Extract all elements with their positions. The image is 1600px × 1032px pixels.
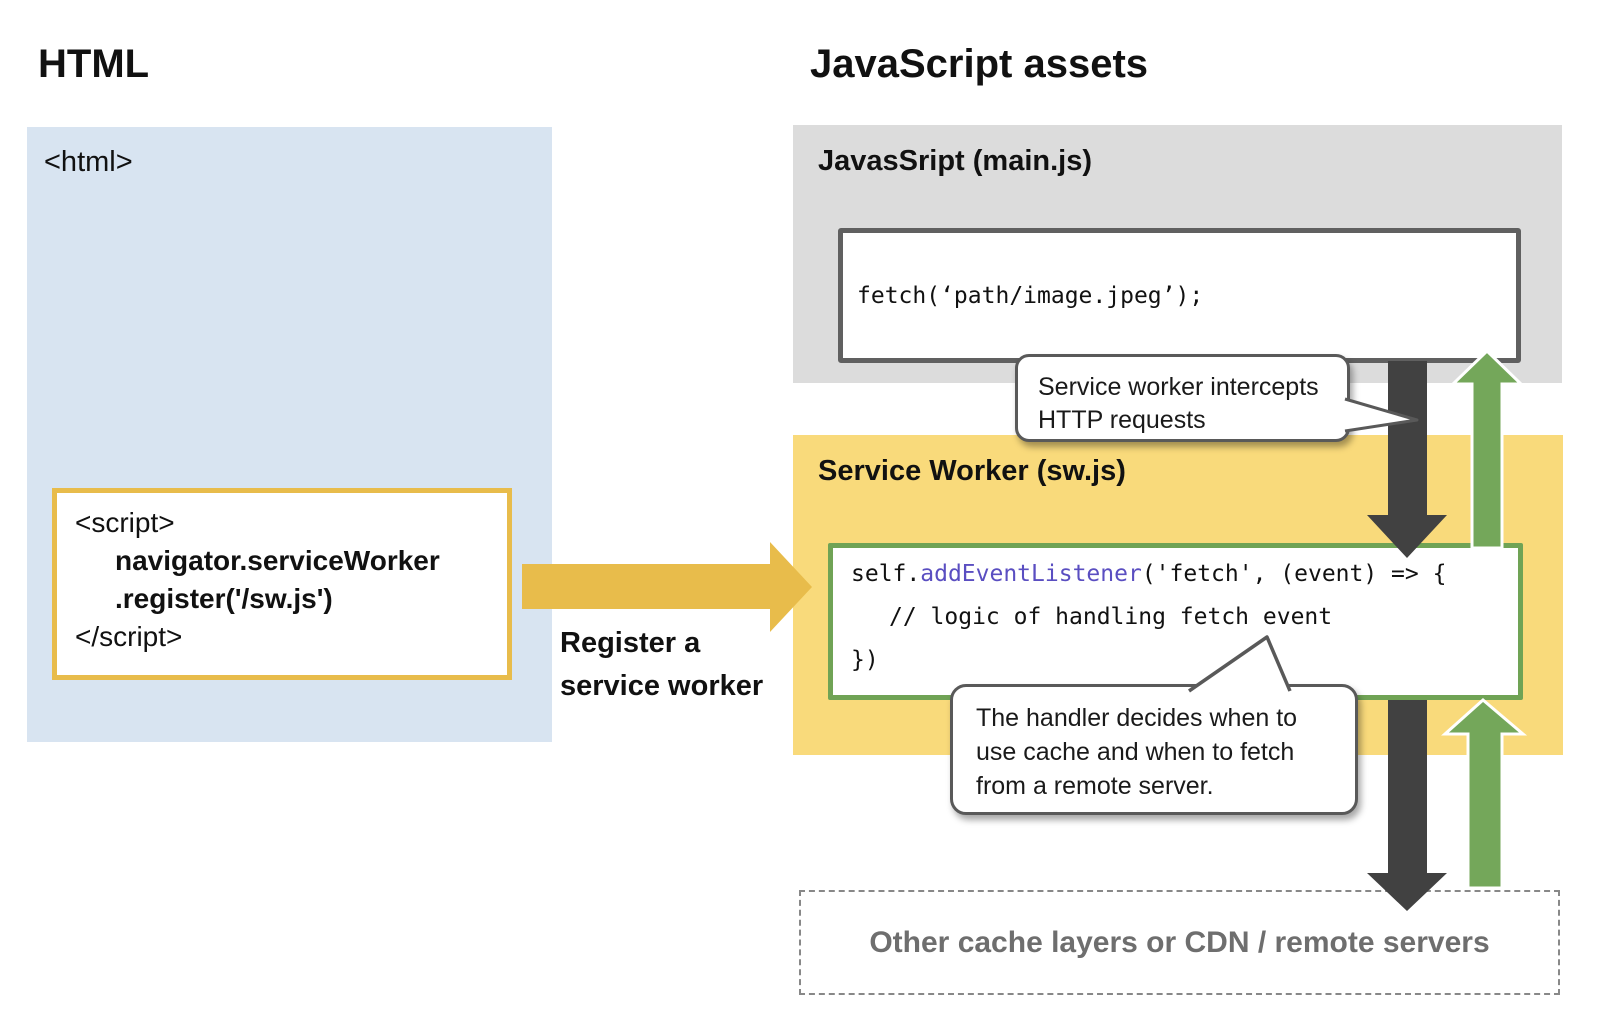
intercept-callout: Service worker intercepts HTTP requests <box>1015 354 1350 442</box>
js-assets-section-title: JavaScript assets <box>810 42 1149 86</box>
register-arrow-label-line2: service worker <box>560 670 764 702</box>
register-arrow <box>522 542 812 632</box>
register-arrow-label-line1: Register a <box>560 627 701 659</box>
html-tag-label: <html> <box>44 146 133 178</box>
handler-callout-line2: use cache and when to fetch <box>976 738 1295 766</box>
service-worker-heading: Service Worker (sw.js) <box>818 455 1126 487</box>
remote-servers-box: Other cache layers or CDN / remote serve… <box>799 890 1560 995</box>
script-code-line-2: .register('/sw.js') <box>115 583 333 614</box>
sw-code-line-1: self.addEventListener('fetch', (event) =… <box>851 553 1518 596</box>
sw-code-line-3: }) <box>851 647 879 673</box>
script-close-tag: </script> <box>75 621 183 652</box>
fetch-code-text: fetch(‘path/image.jpeg’); <box>857 282 1204 309</box>
intercept-callout-tail <box>1344 397 1419 433</box>
handler-callout-line3: from a remote server. <box>976 772 1214 800</box>
sw-code-line-2: // logic of handling fetch event <box>889 604 1333 630</box>
mainjs-panel-heading: JavasSript (main.js) <box>818 145 1092 177</box>
sw-code-addeventlistener: addEventListener <box>920 561 1142 587</box>
intercept-callout-line2: HTTP requests <box>1038 406 1206 434</box>
sw-code-self: self. <box>851 561 921 587</box>
handler-callout: The handler decides when to use cache an… <box>950 684 1358 815</box>
script-code-line-1: navigator.serviceWorker <box>115 545 440 576</box>
fetch-code-box: fetch(‘path/image.jpeg’); <box>838 228 1521 363</box>
register-arrow-label: Register a service worker <box>560 622 763 708</box>
remote-servers-label: Other cache layers or CDN / remote serve… <box>869 925 1490 959</box>
sw-code-box: self.addEventListener('fetch', (event) =… <box>828 543 1523 700</box>
intercept-callout-line1: Service worker intercepts <box>1038 373 1319 401</box>
sw-code-args: ('fetch', (event) => { <box>1141 561 1447 587</box>
register-script-box: <script> navigator.serviceWorker .regist… <box>52 488 512 680</box>
script-open-tag: <script> <box>75 507 175 538</box>
handler-callout-line1: The handler decides when to <box>976 704 1298 732</box>
html-section-title: HTML <box>38 42 150 86</box>
